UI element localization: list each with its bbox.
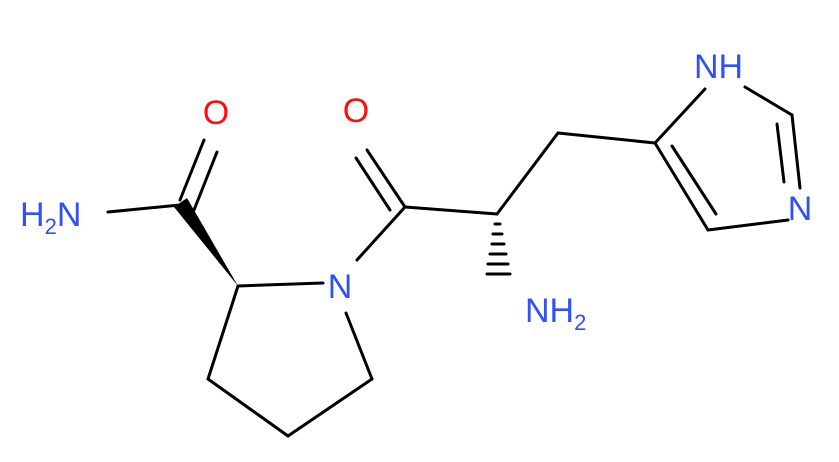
bond-imid-c2-n3-1 (790, 113, 802, 190)
bond-imid-c4-n1 (653, 87, 707, 145)
hashed-wedge-alpha (485, 222, 512, 276)
imidazole-nh-label: NH (694, 48, 743, 86)
bond-ring-c2-n (236, 281, 325, 288)
oxygen-ketone-label: O (343, 92, 369, 130)
alpha-nh2-label: NH2 (525, 292, 586, 335)
bond-amide-co-1 (178, 138, 206, 202)
bond-ring-c3-c2 (206, 284, 240, 381)
wedge-bond-proline (174, 198, 238, 286)
imidazole-n-label: N (788, 190, 813, 228)
bond-alpha-ch2 (495, 131, 560, 216)
bond-carbonyl-alpha (403, 205, 499, 216)
bond-ketone-co-2 (354, 156, 392, 212)
oxygen-amide-label: O (203, 94, 229, 132)
bond-ring-c5-c4 (286, 377, 374, 438)
bond-imid-c2-n3-2 (775, 122, 786, 184)
bond-amide-co-2 (192, 150, 219, 212)
bonds (106, 85, 802, 438)
amide-nh2-label: H2N (20, 196, 81, 239)
bond-ch2-imidazole (556, 131, 657, 145)
bond-amide-cn (106, 203, 182, 214)
bond-ring-c4-c3 (206, 377, 290, 438)
bond-ring-n-c5 (344, 311, 374, 381)
atom-labels: O O H2N N NH2 NH N (20, 48, 812, 335)
bond-imid-n1-c2 (743, 85, 794, 117)
bond-imid-n3-c5 (706, 218, 790, 232)
bond-imid-c5-c4-2 (670, 144, 718, 216)
bond-n-carbonyl (355, 205, 407, 262)
proline-nitrogen-label: N (328, 268, 353, 306)
bond-imid-c5-c4-1 (653, 141, 710, 232)
bond-ketone-co-1 (365, 148, 407, 209)
